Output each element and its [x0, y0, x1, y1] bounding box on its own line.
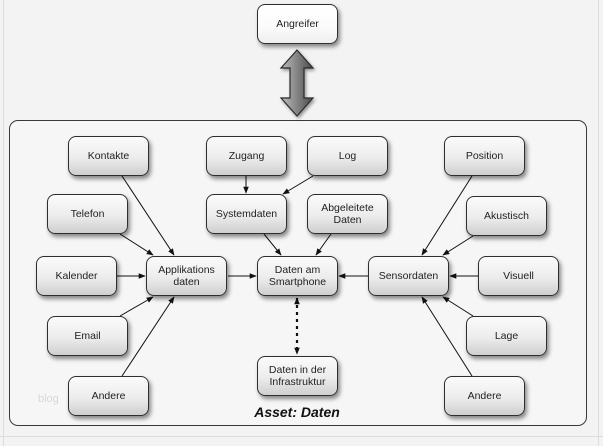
node-kalender-label: Kalender — [55, 270, 98, 282]
page-edge-left — [3, 0, 4, 446]
node-position-label: Position — [465, 150, 504, 162]
node-log-label: Log — [338, 150, 357, 162]
node-lage-label: Lage — [494, 330, 519, 342]
page-edge-bottom — [0, 436, 603, 437]
node-daten-am-smartphone: Daten am Smartphone — [257, 256, 338, 296]
diagram-title: Asset: Daten — [254, 404, 340, 420]
node-visuell-label: Visuell — [503, 270, 534, 282]
node-andere-right-label: Andere — [467, 390, 502, 402]
node-daten-am-smartphone-label: Daten am Smartphone — [268, 264, 327, 288]
node-kalender: Kalender — [36, 256, 117, 296]
attacker-double-arrow — [279, 49, 315, 117]
node-email-label: Email — [74, 330, 101, 342]
node-systemdaten-label: Systemdaten — [215, 208, 278, 220]
node-telefon: Telefon — [47, 194, 128, 234]
node-andere-left: Andere — [68, 376, 149, 416]
node-andere-left-label: Andere — [91, 390, 126, 402]
node-lage: Lage — [466, 316, 547, 356]
node-systemdaten: Systemdaten — [206, 194, 287, 234]
node-email: Email — [47, 316, 128, 356]
node-angreifer: Angreifer — [257, 4, 338, 44]
node-daten-infrastruktur: Daten in der Infrastruktur — [257, 356, 338, 396]
node-log: Log — [307, 136, 388, 176]
node-angreifer-label: Angreifer — [276, 18, 319, 30]
node-position: Position — [444, 136, 525, 176]
node-sensordaten: Sensordaten — [368, 256, 449, 296]
node-zugang-label: Zugang — [228, 150, 265, 162]
node-visuell: Visuell — [478, 256, 559, 296]
node-andere-right: Andere — [444, 376, 525, 416]
node-akustisch: Akustisch — [466, 196, 547, 236]
node-sensordaten-label: Sensordaten — [378, 270, 439, 282]
node-applikationsdaten: Applikations daten — [146, 256, 227, 296]
node-kontakte-label: Kontakte — [87, 150, 130, 162]
node-kontakte: Kontakte — [68, 136, 149, 176]
node-zugang: Zugang — [206, 136, 287, 176]
node-abgeleitete-daten: Abgeleitete Daten — [307, 194, 388, 234]
page-edge-right — [598, 0, 599, 446]
node-applikationsdaten-label: Applikations daten — [158, 264, 215, 288]
node-telefon-label: Telefon — [70, 208, 105, 220]
node-daten-infrastruktur-label: Daten in der Infrastruktur — [268, 364, 327, 388]
blog-watermark: blog — [38, 393, 59, 405]
node-akustisch-label: Akustisch — [484, 210, 529, 222]
node-abgeleitete-daten-label: Abgeleitete Daten — [321, 202, 374, 226]
